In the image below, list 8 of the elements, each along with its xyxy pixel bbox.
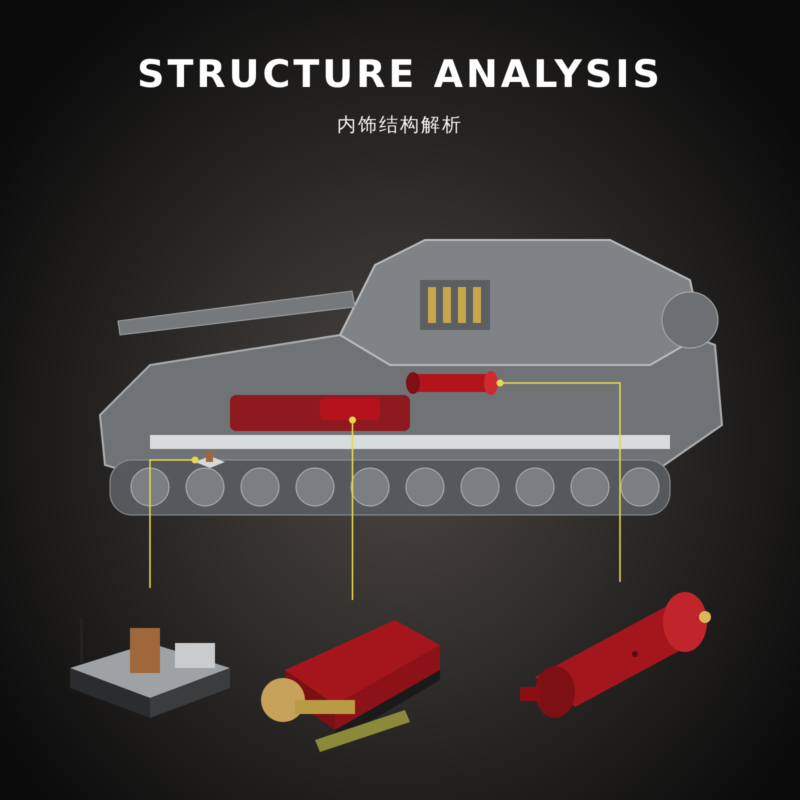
title: STRUCTURE ANALYSIS xyxy=(136,52,664,96)
gearbox-part xyxy=(405,370,500,396)
leader-line xyxy=(496,380,621,582)
seat-part xyxy=(195,450,225,470)
leader-line xyxy=(349,416,356,600)
leader-line xyxy=(149,456,198,588)
engine-part xyxy=(320,398,380,420)
subtitle: 内饰结构解析 xyxy=(336,113,464,138)
